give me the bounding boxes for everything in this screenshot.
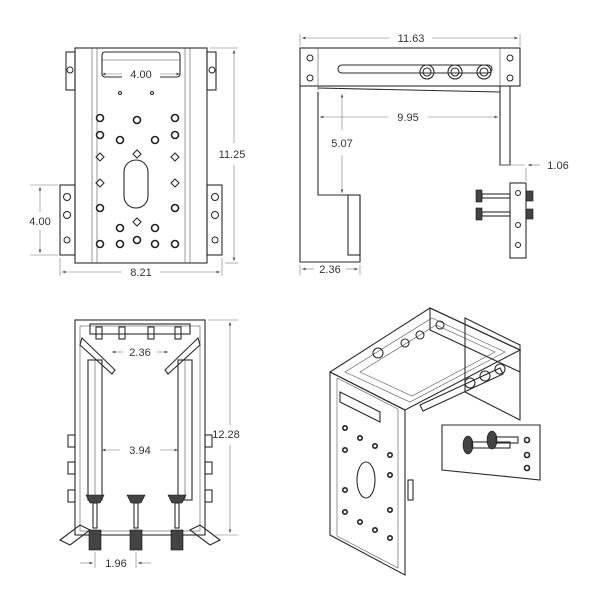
side-view: 11.63 9.95 5.07 1.06 2.36 xyxy=(299,33,569,276)
top-clamp-knobs xyxy=(85,494,187,551)
front-width-label: 8.21 xyxy=(130,267,151,279)
side-top-frame xyxy=(299,47,521,87)
front-hole-pattern xyxy=(95,91,180,249)
side-clamp-bolts xyxy=(475,189,534,221)
front-left-mount-flange xyxy=(59,184,76,256)
side-inner-reach-label: 9.95 xyxy=(397,112,418,124)
side-left-leg xyxy=(299,86,361,263)
top-knob-spacing-label: 1.96 xyxy=(105,558,126,570)
iso-mount-plate xyxy=(441,424,541,481)
side-plate-offset-label: 1.06 xyxy=(547,160,568,172)
isometric-view xyxy=(328,307,541,576)
side-drop-label: 5.07 xyxy=(331,138,352,150)
front-mount-height-label: 4.00 xyxy=(29,216,50,228)
front-right-mount-flange xyxy=(206,184,223,256)
top-view: 2.36 3.94 12.28 1.96 xyxy=(58,319,240,570)
side-overall-width-label: 11.63 xyxy=(398,33,425,45)
front-center-slot xyxy=(123,159,149,209)
front-slot-width-label: 4.00 xyxy=(130,69,151,81)
top-inner-width-label: 3.94 xyxy=(129,445,150,457)
side-leg-width-label: 2.36 xyxy=(319,264,340,276)
iso-front-holes xyxy=(341,424,393,541)
front-height-label: 11.25 xyxy=(219,149,246,161)
front-plate-outline xyxy=(74,47,208,264)
side-mount-plate xyxy=(509,182,527,259)
front-view: 4.00 11.25 4.00 8.21 xyxy=(29,47,246,279)
side-slot-knobs xyxy=(419,64,492,80)
iso-clamp-knobs xyxy=(462,430,519,455)
top-height-label: 12.28 xyxy=(212,429,240,441)
top-rail-spacing-label: 2.36 xyxy=(129,347,150,359)
